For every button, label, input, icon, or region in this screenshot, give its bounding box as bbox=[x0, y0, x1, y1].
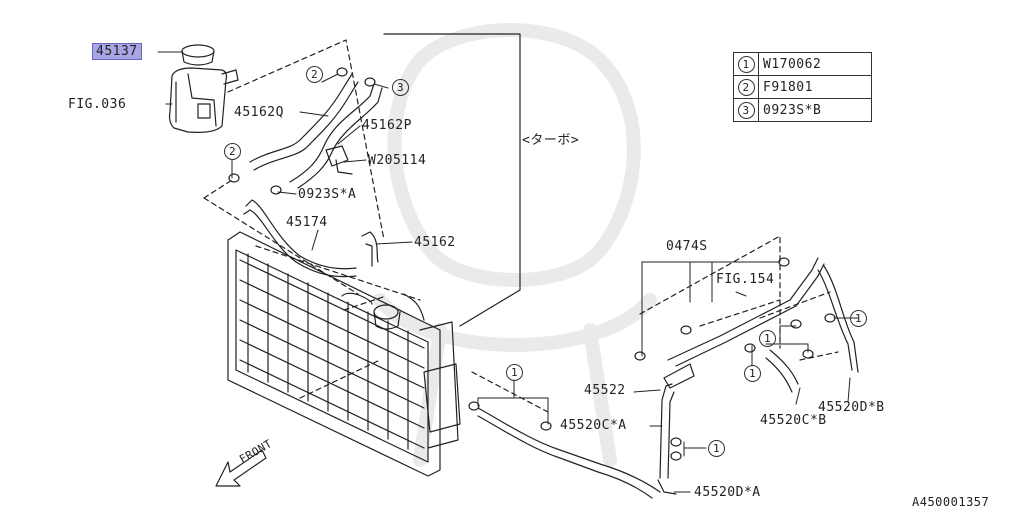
pipe-45520CB bbox=[765, 349, 799, 393]
bracket-45522 bbox=[663, 363, 695, 389]
legend-num-cell: 1 bbox=[733, 52, 759, 76]
callout-3-upper: 3 bbox=[392, 79, 409, 96]
legend-row: 1 W170062 bbox=[733, 52, 872, 76]
pipe-45520DA bbox=[657, 383, 677, 495]
callout-1-low: 1 bbox=[744, 365, 761, 382]
part-label-45522: 45522 bbox=[584, 383, 626, 398]
part-label-45162: 45162 bbox=[414, 235, 456, 250]
radiator bbox=[227, 231, 461, 477]
part-label-45520CB: 45520C*B bbox=[760, 413, 827, 428]
callout-1-mid: 1 bbox=[759, 330, 776, 347]
part-label-45174: 45174 bbox=[286, 215, 328, 230]
legend-num-cell: 3 bbox=[733, 98, 759, 122]
callout-1-bottom: 1 bbox=[708, 440, 725, 457]
callout-2-upper: 2 bbox=[306, 66, 323, 83]
pipe-upper-right bbox=[667, 257, 859, 373]
diagram-id: A450001357 bbox=[912, 495, 990, 509]
bracket-w205114 bbox=[325, 145, 353, 175]
part-label-45162P: 45162P bbox=[362, 118, 412, 133]
front-arrow-icon bbox=[215, 449, 267, 487]
legend-code: F91801 bbox=[758, 75, 872, 99]
turbo-bracket-line bbox=[383, 33, 521, 327]
dashed-guides bbox=[203, 39, 839, 413]
part-label-0474S: 0474S bbox=[666, 239, 708, 254]
part-label-45520DB: 45520D*B bbox=[818, 400, 885, 415]
legend-num-cell: 2 bbox=[733, 75, 759, 99]
clamps-upper bbox=[228, 67, 376, 195]
pipe-45520CA bbox=[477, 407, 661, 499]
part-label-w205114: W205114 bbox=[368, 153, 427, 168]
part-label-45162Q: 45162Q bbox=[234, 105, 284, 120]
legend-code: 0923S*B bbox=[758, 98, 872, 122]
legend-row: 2 F91801 bbox=[733, 75, 872, 99]
part-label-45520DA: 45520D*A bbox=[694, 485, 761, 500]
callout-1-right: 1 bbox=[850, 310, 867, 327]
hose-45162Q bbox=[249, 73, 359, 171]
legend-row: 3 0923S*B bbox=[733, 98, 872, 122]
fig-ref-036[interactable]: FIG.036 bbox=[68, 97, 127, 112]
turbo-note: <ターボ> bbox=[522, 133, 580, 148]
part-label-0923SA: 0923S*A bbox=[298, 187, 357, 202]
hose-45162 bbox=[361, 231, 379, 267]
leader-lines bbox=[157, 51, 859, 493]
watermark bbox=[373, 23, 657, 467]
hose-45162P bbox=[289, 83, 383, 189]
legend-table: 1 W170062 2 F91801 3 0923S*B bbox=[733, 52, 872, 122]
reservoir-tank bbox=[168, 44, 239, 133]
callout-1-left: 1 bbox=[506, 364, 523, 381]
legend-code: W170062 bbox=[758, 52, 872, 76]
part-label-45520CA: 45520C*A bbox=[560, 418, 627, 433]
part-label-45137[interactable]: 45137 bbox=[92, 43, 142, 60]
hose-45174 bbox=[243, 199, 357, 278]
callout-2-mid: 2 bbox=[224, 143, 241, 160]
fig-ref-154[interactable]: FIG.154 bbox=[716, 272, 775, 287]
